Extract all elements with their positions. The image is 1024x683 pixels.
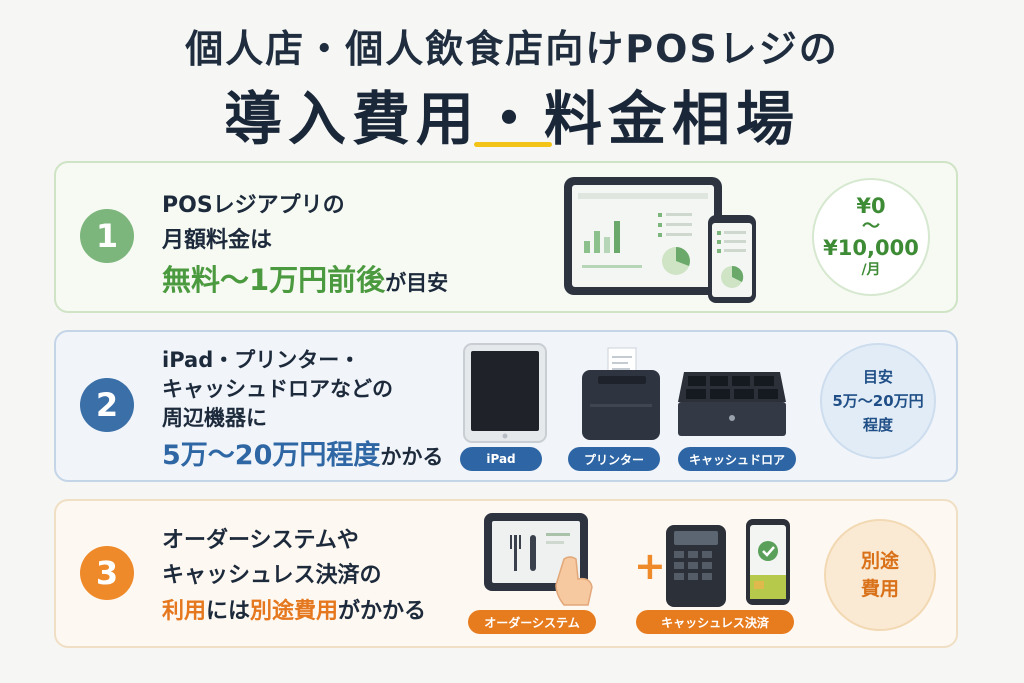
badge-line: 費用 bbox=[860, 578, 899, 600]
order-tablet-icon bbox=[484, 513, 593, 606]
card-text-rest: がかかる bbox=[338, 599, 427, 624]
ipad-icon bbox=[463, 343, 547, 443]
page-title-line1: 個人店・個人飲食店向けPOSレジの bbox=[185, 27, 839, 71]
card-peripherals: 2 iPad・プリンター・ キャッシュドロアなどの 周辺機器に 5万〜20万円程… bbox=[54, 330, 958, 482]
service-label-cashless: キャッシュレス決済 bbox=[636, 610, 794, 634]
card-text-line: オーダーシステムや bbox=[162, 528, 359, 553]
receipt-printer-icon bbox=[582, 347, 660, 440]
step-number-badge: 2 bbox=[80, 378, 134, 432]
service-label-order-system: オーダーシステム bbox=[468, 610, 596, 634]
card-app-fee: 1 POSレジアプリの 月額料金は 無料〜1万円前後が目安 ¥0 〜 bbox=[54, 161, 958, 313]
card-text-rest: には bbox=[206, 599, 251, 624]
card-highlight-line: 利用には別途費用がかかる bbox=[162, 593, 426, 625]
page-title-line2: 導入費用・料金相場 bbox=[223, 85, 800, 153]
card-text-line: POSレジアプリの bbox=[162, 193, 345, 218]
highlight-text: 無料〜1万円前後 bbox=[162, 263, 386, 297]
card-text-line: 月額料金は bbox=[162, 228, 273, 253]
price-unit: /月 bbox=[861, 262, 881, 278]
price-high: ¥10,000 bbox=[823, 236, 919, 260]
highlight-text: 利用 bbox=[162, 599, 207, 624]
step-number-badge: 1 bbox=[80, 209, 134, 263]
highlight-text: 別途費用 bbox=[250, 599, 339, 624]
card-highlight-line: 5万〜20万円程度かかる bbox=[162, 433, 443, 472]
card-text-rest: が目安 bbox=[385, 271, 449, 295]
badge-line: 程度 bbox=[862, 416, 893, 434]
title-underline bbox=[474, 142, 552, 147]
badge-line: 別途 bbox=[860, 550, 899, 572]
card-text-line: キャッシュレス決済の bbox=[162, 563, 382, 588]
highlight-text: 5万〜20万 bbox=[162, 440, 300, 471]
extra-cost-badge: 別途 費用 bbox=[824, 519, 936, 631]
monthly-fee-badge: ¥0 〜 ¥10,000 /月 bbox=[812, 178, 930, 296]
badge-line: 目安 bbox=[862, 368, 893, 386]
device-label-cash-drawer: キャッシュドロア bbox=[678, 447, 796, 471]
card-text-rest: かかる bbox=[380, 445, 444, 469]
card-highlight-line: 無料〜1万円前後が目安 bbox=[162, 257, 448, 299]
card-text-line: 周辺機器に bbox=[162, 406, 267, 430]
price-tilde: 〜 bbox=[862, 216, 880, 237]
highlight-text: 円 bbox=[299, 440, 327, 471]
tablet-dashboard-icon bbox=[564, 177, 756, 303]
device-label-printer: プリンター bbox=[568, 447, 660, 471]
price-low: ¥0 bbox=[856, 194, 886, 218]
payment-terminal-icon bbox=[666, 519, 790, 607]
badge-line: 5万〜20万円 bbox=[832, 392, 924, 410]
cash-drawer-icon bbox=[678, 372, 786, 436]
highlight-text: 程度 bbox=[326, 440, 381, 471]
card-text-line: キャッシュドロアなどの bbox=[162, 377, 393, 401]
peripheral-cost-badge: 目安 5万〜20万円 程度 bbox=[820, 343, 936, 459]
device-label-ipad: iPad bbox=[460, 447, 542, 471]
step-number-badge: 3 bbox=[80, 546, 134, 600]
card-extra-services: 3 オーダーシステムや キャッシュレス決済の 利用には別途費用がかかる オーダー… bbox=[54, 499, 958, 648]
plus-icon: + bbox=[634, 544, 666, 588]
card-text-line: iPad・プリンター・ bbox=[162, 348, 361, 372]
